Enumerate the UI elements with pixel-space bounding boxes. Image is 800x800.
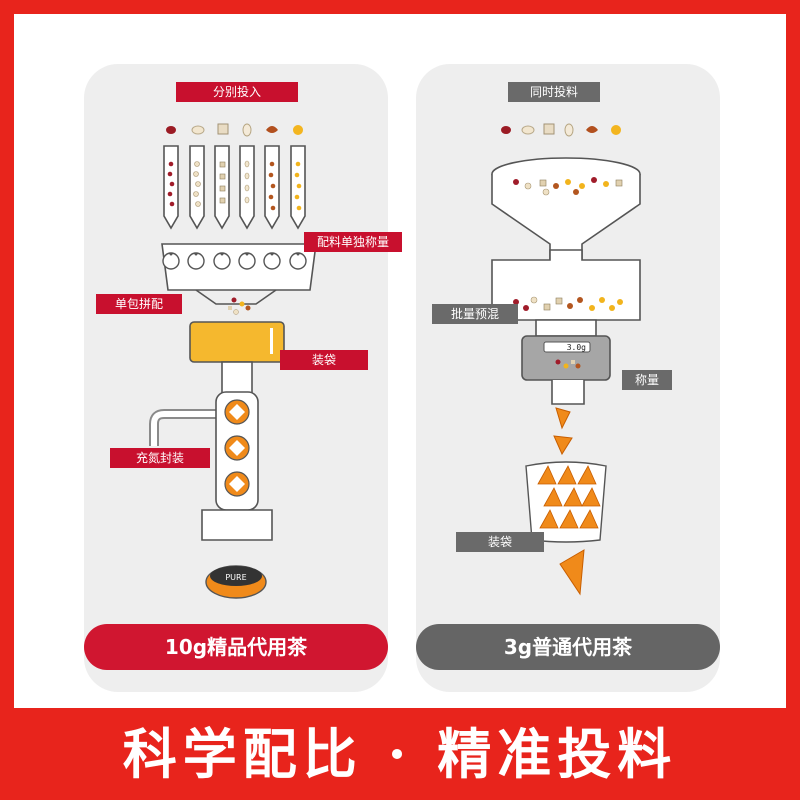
combined-mix	[228, 297, 251, 315]
caption-premium-tea: 10g精品代用茶	[84, 624, 388, 670]
capsule-lid	[210, 566, 262, 586]
panel-regular-process: 3.0g 同时投料 批量预混 称量 装袋 3g普通代用茶	[416, 64, 720, 692]
scale-chute	[551, 380, 585, 405]
capsule-logo: PURE	[225, 573, 246, 582]
bag-contents	[537, 465, 601, 529]
step-bagging: 装袋	[280, 350, 368, 370]
step-simultaneous-feeding: 同时投料	[508, 82, 600, 102]
step-individual-weighing: 配料单独称量	[304, 232, 402, 252]
weighing-tray	[161, 243, 317, 305]
bottom-banner: 科学配比 · 精准投料	[0, 708, 800, 800]
caption-regular-tea: 3g普通代用茶	[416, 624, 720, 670]
bagging-highlight	[270, 328, 273, 354]
step-separate-input: 分别投入	[176, 82, 298, 102]
mixing-funnel	[491, 157, 641, 261]
scale-contents	[555, 359, 581, 369]
panel-premium-process: PURE 分别投入 配料单独称量 单包拼配 装袋 充氮封装 10g精品代用茶	[84, 64, 402, 692]
falling-tea-bottom	[559, 549, 585, 596]
falling-tea	[553, 407, 573, 456]
sealed-pouches	[224, 399, 250, 497]
nitrogen-pipe-inner	[151, 411, 218, 446]
step-batch-premix: 批量预混	[432, 304, 518, 324]
feed-column	[221, 361, 253, 395]
output-chute	[201, 509, 273, 541]
step-single-pack-blend: 单包拼配	[96, 294, 182, 314]
step-nitrogen-sealing: 充氮封装	[110, 448, 210, 468]
bagging-station	[189, 321, 285, 363]
dispenser-tubes	[163, 145, 306, 230]
ingredient-icons	[166, 123, 303, 137]
tube-contents	[167, 160, 302, 211]
outer-frame: PURE 分别投入 配料单独称量 单包拼配 装袋 充氮封装 10g精品代用茶	[0, 0, 800, 708]
step-weighing: 称量	[622, 370, 672, 390]
premix-chamber	[491, 249, 641, 337]
regular-process-illustration: 3.0g	[491, 123, 641, 596]
nitrogen-pipe	[149, 409, 218, 446]
step-bagging: 装袋	[456, 532, 544, 552]
premium-process-illustration: PURE	[149, 123, 317, 599]
ingredient-icons	[501, 123, 621, 137]
scale-display	[543, 341, 591, 353]
scale-readout: 3.0g	[567, 343, 586, 352]
